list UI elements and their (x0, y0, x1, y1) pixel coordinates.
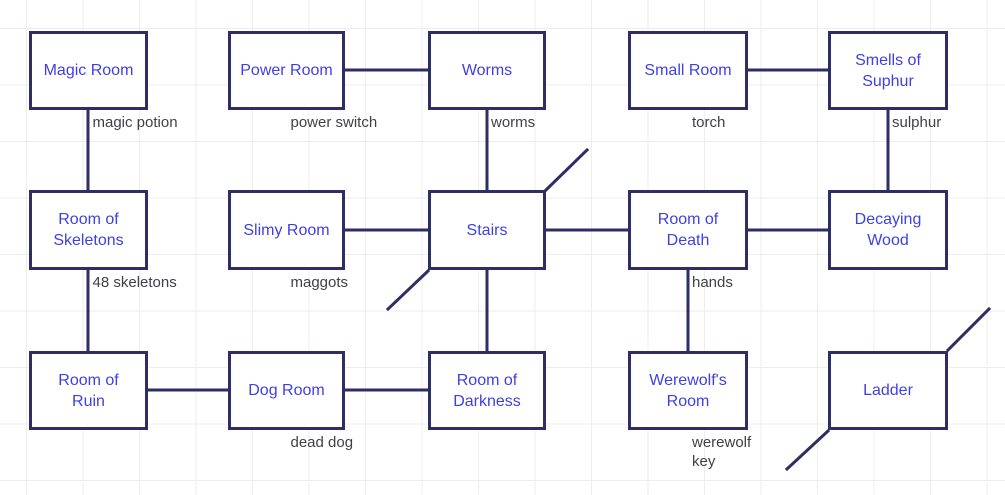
room-label-werewolfs-room: Werewolf's Room (649, 371, 727, 410)
connection-stairs-exit-ne (543, 147, 590, 193)
connection-ladder-exit-sw (784, 428, 831, 472)
room-label-magic-room: Magic Room (43, 62, 134, 79)
room-label-small-room: Small Room (644, 62, 732, 79)
room-ladder[interactable]: Ladder (828, 351, 948, 430)
item-label-power-room: power switch (290, 114, 378, 131)
item-label-dog-room: dead dog (290, 434, 354, 451)
item-label-small-room: torch (692, 114, 726, 131)
room-room-of-darkness[interactable]: Room of Darkness (428, 351, 546, 430)
room-label-room-of-darkness: Room of Darkness (453, 371, 521, 410)
connection-stairs-exit-sw (385, 268, 431, 312)
room-slimy-room[interactable]: Slimy Room (228, 190, 345, 270)
item-label-room-of-death: hands (692, 274, 733, 291)
room-label-slimy-room: Slimy Room (243, 221, 330, 239)
room-label-room-of-ruin: Room of Ruin (58, 371, 119, 410)
room-decaying-wood[interactable]: Decaying Wood (828, 190, 948, 270)
room-label-room-of-skeletons: Room of Skeletons (53, 211, 124, 249)
item-label-worms: worms (491, 114, 536, 131)
room-worms[interactable]: Worms (428, 31, 546, 110)
room-label-stairs: Stairs (466, 221, 508, 239)
room-label-decaying-wood: Decaying Wood (854, 211, 922, 249)
item-label-smells-of-suphur: sulphur (892, 114, 942, 131)
room-werewolfs-room[interactable]: Werewolf's Room (628, 351, 748, 430)
room-small-room[interactable]: Small Room (628, 31, 748, 110)
room-smells-of-suphur[interactable]: Smells of Suphur (828, 31, 948, 110)
room-label-power-room: Power Room (240, 62, 333, 79)
item-label-werewolfs-room: werewolf key (692, 434, 752, 470)
room-stairs[interactable]: Stairs (428, 190, 546, 270)
room-label-dog-room: Dog Room (248, 382, 325, 399)
room-label-ladder: Ladder (863, 382, 913, 399)
room-dog-room[interactable]: Dog Room (228, 351, 345, 430)
room-power-room[interactable]: Power Room (228, 31, 345, 110)
item-label-slimy-room: maggots (290, 274, 349, 291)
room-label-smells-of-suphur: Smells of Suphur (855, 51, 921, 90)
connection-ladder-exit-ne (945, 306, 992, 353)
item-label-room-of-skeletons: 48 skeletons (92, 274, 177, 291)
room-label-worms: Worms (461, 62, 513, 79)
room-room-of-ruin[interactable]: Room of Ruin (29, 351, 148, 430)
room-room-of-death[interactable]: Room of Death (628, 190, 748, 270)
room-magic-room[interactable]: Magic Room (29, 31, 148, 110)
room-room-of-skeletons[interactable]: Room of Skeletons (29, 190, 148, 270)
item-label-magic-room: magic potion (92, 114, 178, 131)
room-label-room-of-death: Room of Death (657, 211, 719, 249)
